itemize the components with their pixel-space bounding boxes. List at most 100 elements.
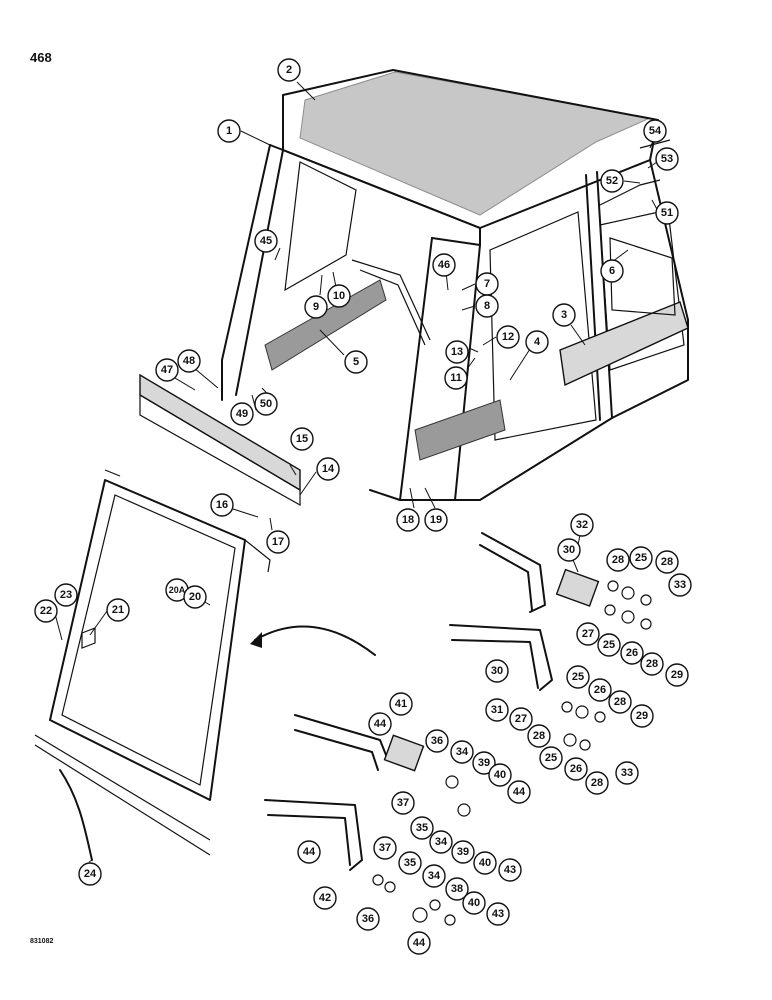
svg-text:25: 25 [603, 639, 615, 651]
callout-32: 32 [570, 513, 594, 537]
svg-text:45: 45 [260, 235, 272, 247]
callout-38: 38 [445, 877, 469, 901]
svg-text:25: 25 [635, 552, 647, 564]
svg-text:33: 33 [621, 767, 633, 779]
svg-text:54: 54 [649, 125, 662, 137]
callout-24: 24 [78, 862, 102, 886]
callout-25d: 25 [539, 746, 563, 770]
svg-text:40: 40 [468, 897, 480, 909]
svg-text:17: 17 [272, 536, 284, 548]
callout-28c: 28 [640, 652, 664, 676]
callout-34a: 34 [450, 740, 474, 764]
svg-text:40: 40 [494, 769, 506, 781]
callout-40b: 40 [473, 851, 497, 875]
svg-text:12: 12 [502, 331, 514, 343]
callout-4: 4 [525, 330, 549, 354]
callout-28b: 28 [655, 550, 679, 574]
svg-text:42: 42 [319, 892, 331, 904]
callout-54: 54 [643, 119, 667, 143]
svg-text:30: 30 [563, 544, 575, 556]
svg-text:34: 34 [456, 746, 469, 758]
callout-40a: 40 [488, 763, 512, 787]
callout-29a: 29 [665, 663, 689, 687]
callout-28f: 28 [585, 771, 609, 795]
svg-text:44: 44 [374, 718, 387, 730]
svg-text:46: 46 [438, 259, 450, 271]
lower-cab-edge [34, 734, 211, 861]
svg-text:29: 29 [636, 710, 648, 722]
callout-7: 7 [475, 272, 499, 296]
svg-text:13: 13 [451, 346, 463, 358]
svg-text:49: 49 [236, 408, 248, 420]
callout-25b: 25 [597, 633, 621, 657]
svg-text:36: 36 [362, 913, 374, 925]
svg-text:34: 34 [428, 870, 441, 882]
svg-text:44: 44 [413, 937, 426, 949]
callout-42: 42 [313, 886, 337, 910]
svg-text:37: 37 [379, 842, 391, 854]
svg-text:19: 19 [430, 514, 442, 526]
svg-text:33: 33 [674, 579, 686, 591]
svg-text:36: 36 [431, 735, 443, 747]
callout-34c: 34 [422, 864, 446, 888]
svg-text:31: 31 [491, 704, 503, 716]
callout-39a: 39 [472, 751, 496, 775]
cab-assembly [221, 69, 689, 501]
svg-text:11: 11 [450, 372, 462, 384]
callout-12: 12 [496, 325, 520, 349]
svg-text:23: 23 [60, 589, 72, 601]
svg-text:28: 28 [591, 777, 603, 789]
svg-text:4: 4 [534, 336, 541, 348]
svg-text:5: 5 [353, 356, 359, 368]
svg-text:51: 51 [661, 207, 673, 219]
svg-text:2: 2 [286, 64, 292, 76]
svg-text:37: 37 [397, 797, 409, 809]
svg-text:44: 44 [303, 846, 316, 858]
callout-8: 8 [475, 294, 499, 318]
svg-text:47: 47 [161, 364, 173, 376]
callout-3: 3 [552, 303, 576, 327]
callout-44a: 44 [368, 712, 392, 736]
callout-28e: 28 [608, 690, 632, 714]
callout-44b: 44 [507, 780, 531, 804]
callout-30a: 30 [557, 538, 581, 562]
svg-text:35: 35 [416, 822, 428, 834]
callout-44c: 44 [297, 840, 321, 864]
callout-41: 41 [389, 692, 413, 716]
window-frame [49, 469, 271, 801]
callout-23: 23 [54, 583, 78, 607]
svg-text:41: 41 [395, 698, 407, 710]
svg-text:20A: 20A [169, 585, 186, 595]
callout-2: 2 [277, 58, 301, 82]
svg-text:26: 26 [594, 684, 606, 696]
callout-33a: 33 [668, 573, 692, 597]
svg-text:25: 25 [545, 752, 557, 764]
callout-30b: 30 [485, 659, 509, 683]
callout-27b: 27 [509, 707, 533, 731]
panel-3 [559, 301, 689, 387]
callout-26b: 26 [588, 678, 612, 702]
callout-46: 46 [432, 253, 456, 277]
svg-text:25: 25 [572, 671, 584, 683]
svg-text:35: 35 [404, 857, 416, 869]
callout-39b: 39 [451, 840, 475, 864]
svg-text:39: 39 [478, 757, 490, 769]
callout-15: 15 [290, 427, 314, 451]
page-number: 468 [30, 50, 52, 65]
callout-37a: 37 [391, 791, 415, 815]
svg-text:8: 8 [484, 300, 490, 312]
callout-43a: 43 [498, 858, 522, 882]
callout-20: 20 [183, 585, 207, 609]
callout-29b: 29 [630, 704, 654, 728]
callout-11: 11 [444, 366, 468, 390]
callout-28d: 28 [527, 724, 551, 748]
callout-44d: 44 [407, 931, 431, 955]
svg-text:1: 1 [226, 125, 232, 137]
reference-code: 831082 [30, 938, 53, 945]
svg-text:38: 38 [451, 883, 463, 895]
callout-25c: 25 [566, 665, 590, 689]
svg-text:7: 7 [484, 278, 490, 290]
callout-43b: 43 [486, 902, 510, 926]
callout-33b: 33 [615, 761, 639, 785]
svg-text:21: 21 [112, 604, 124, 616]
